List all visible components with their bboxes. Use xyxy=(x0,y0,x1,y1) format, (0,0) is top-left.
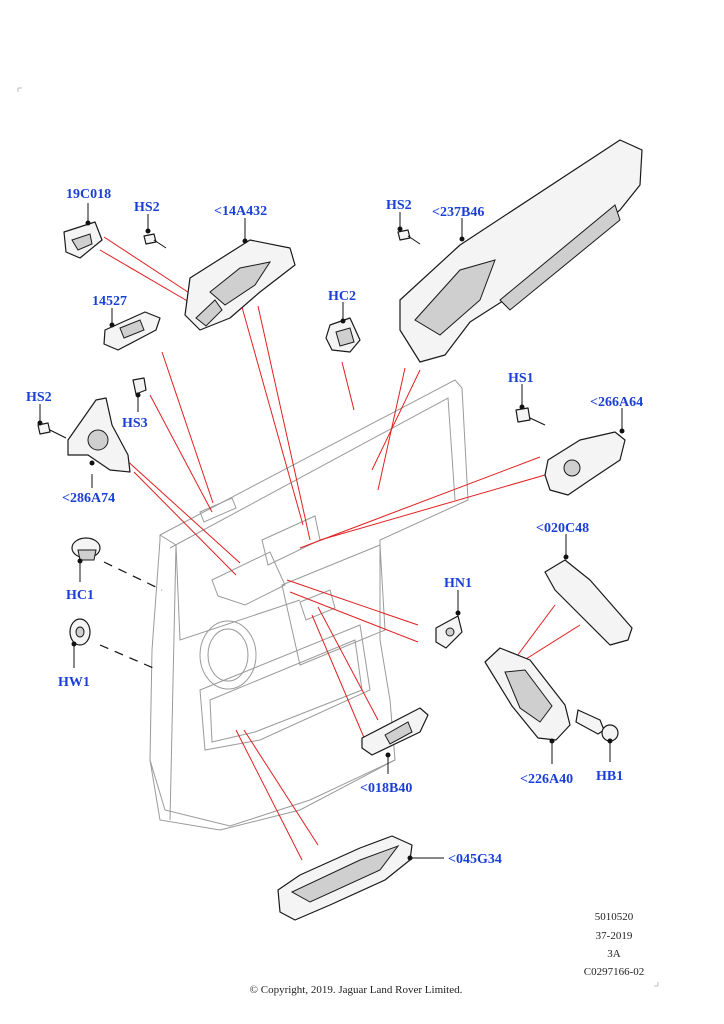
ref-line-2: 37-2019 xyxy=(596,930,633,942)
corner-mark-top-left xyxy=(17,87,22,92)
part-226a40-bracket xyxy=(484,647,571,741)
callout-lines xyxy=(99,236,581,861)
label-hs3: HS3 xyxy=(122,416,148,431)
door-trim-panel xyxy=(149,379,469,831)
part-hw1-washer xyxy=(69,618,91,646)
part-14a432-bezel xyxy=(184,239,296,331)
part-266a64-handle xyxy=(544,431,626,496)
copyright-notice: © Copyright, 2019. Jaguar Land Rover Lim… xyxy=(250,984,463,996)
label-14a432: <14A432 xyxy=(214,204,267,219)
corner-mark-bottom-right xyxy=(654,982,659,987)
label-14527: 14527 xyxy=(92,294,127,309)
ref-line-3: 3A xyxy=(607,948,621,960)
part-14527-switch xyxy=(103,311,161,351)
label-018b40: <018B40 xyxy=(360,781,412,796)
part-labels: 19C018 HS2 <14A432 HS2 <237B46 14527 HC2… xyxy=(26,187,643,867)
part-237b46-trim xyxy=(399,139,643,363)
label-226a40: <226A40 xyxy=(520,772,573,787)
reference-block: 5010520 37-2019 3A C0297166-02 xyxy=(584,911,645,978)
part-19c018-cap xyxy=(63,221,103,259)
part-hs2-screw-b xyxy=(397,229,421,245)
label-hb1: HB1 xyxy=(596,769,623,784)
leader-lines xyxy=(37,203,625,861)
part-hb1-bolt xyxy=(575,709,619,742)
part-hn1-nut xyxy=(435,615,463,649)
label-045g34: <045G34 xyxy=(448,852,502,867)
part-018b40-switch-pack xyxy=(361,707,429,756)
part-hs3-screw xyxy=(132,377,147,395)
label-hs2-a: HS2 xyxy=(134,200,160,215)
part-hc2-clip xyxy=(325,317,361,353)
label-hn1: HN1 xyxy=(444,576,472,591)
label-hc2: HC2 xyxy=(328,289,356,304)
label-237b46: <237B46 xyxy=(432,205,484,220)
label-hs2-c: HS2 xyxy=(26,390,52,405)
label-hs1: HS1 xyxy=(508,371,534,386)
ref-line-4: C0297166-02 xyxy=(584,966,645,978)
label-hc1: HC1 xyxy=(66,588,94,603)
label-hs2-b: HS2 xyxy=(386,198,412,213)
part-286a74-bracket xyxy=(67,397,131,473)
part-hs2-screw-c xyxy=(37,422,67,439)
label-286a74: <286A74 xyxy=(62,491,115,506)
label-266a64: <266A64 xyxy=(590,395,643,410)
part-hs1-screw xyxy=(515,407,546,426)
part-020c48-cover xyxy=(544,559,633,646)
fastener-guides xyxy=(99,561,163,671)
part-hs2-screw-a xyxy=(143,233,167,249)
part-hc1-clip xyxy=(71,537,101,561)
ref-line-1: 5010520 xyxy=(595,911,634,923)
label-19c018: 19C018 xyxy=(66,187,111,202)
part-045g34-pocket xyxy=(277,835,413,921)
label-hw1: HW1 xyxy=(58,675,90,690)
label-020c48: <020C48 xyxy=(536,521,589,536)
